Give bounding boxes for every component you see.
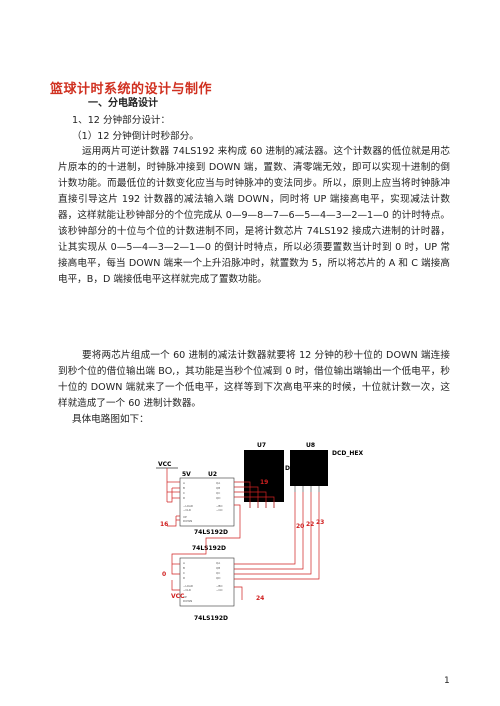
u2-label: U2 — [208, 471, 217, 478]
svg-text:QA: QA — [216, 561, 220, 565]
u7-label: U7 — [257, 442, 266, 449]
paragraph-2: 要将两芯片组成一个 60 进制的减法计数器就要将 12 分钟的秒十位的 DOWN… — [58, 350, 450, 409]
vcc2-label: VCC — [171, 593, 185, 600]
chip1-name-overlap: 74LS192D — [192, 545, 226, 552]
svg-text:DOWN: DOWN — [183, 519, 192, 523]
svg-text:C: C — [183, 571, 185, 575]
svg-text:~BO: ~BO — [216, 504, 223, 508]
svg-text:B: B — [183, 486, 185, 490]
circuit-wires — [167, 481, 320, 600]
node-24: 24 — [256, 595, 264, 602]
svg-text:D: D — [183, 496, 185, 500]
node-20: 20 — [296, 523, 304, 530]
counter-chip-lower — [179, 557, 235, 607]
document-title: 篮球计时系统的设计与制作 — [50, 82, 213, 97]
chip1-name: 74LS192D — [194, 529, 228, 536]
seven-seg-display-u8 — [290, 450, 328, 486]
svg-text:QC: QC — [216, 571, 220, 575]
node-19: 19 — [260, 479, 268, 486]
svg-text:UP: UP — [183, 595, 187, 599]
node-16: 16 — [160, 521, 168, 528]
node-23: 23 — [316, 519, 324, 526]
node-22: 22 — [306, 521, 314, 528]
page-number: 1 — [444, 676, 450, 686]
svg-text:B: B — [183, 566, 185, 570]
svg-text:QB: QB — [216, 566, 220, 570]
svg-text:~CO: ~CO — [216, 508, 223, 512]
seven-seg-display-u7 — [244, 450, 284, 502]
svg-text:A: A — [183, 481, 185, 485]
paragraph-3: 具体电路图如下： — [72, 414, 149, 425]
vcc-label: VCC — [158, 461, 172, 468]
svg-text:~LOAD: ~LOAD — [183, 504, 193, 508]
svg-text:A: A — [183, 561, 185, 565]
svg-text:QD: QD — [216, 496, 220, 500]
node-0: 0 — [162, 571, 166, 578]
chip2-name: 74LS192D — [194, 615, 228, 622]
section-heading: 一、分电路设计 — [88, 98, 158, 109]
dcd-hex-label: DCD_HEX — [332, 450, 363, 457]
svg-text:QB: QB — [216, 486, 220, 490]
5v-label: 5V — [182, 471, 191, 478]
svg-text:DOWN: DOWN — [183, 599, 192, 603]
subsection-heading: 1、12 分钟部分设计： — [72, 115, 171, 126]
svg-text:QC: QC — [216, 491, 220, 495]
svg-text:QD: QD — [216, 576, 220, 580]
svg-text:~BO: ~BO — [216, 584, 223, 588]
u8-label: U8 — [306, 442, 315, 449]
d-label: D — [285, 465, 290, 472]
svg-text:~CLR: ~CLR — [183, 588, 191, 592]
svg-text:C: C — [183, 491, 185, 495]
svg-text:D: D — [183, 576, 185, 580]
counter-chip-upper — [179, 477, 235, 527]
svg-text:~LOAD: ~LOAD — [183, 584, 193, 588]
svg-text:UP: UP — [183, 515, 187, 519]
svg-text:~CO: ~CO — [216, 588, 223, 592]
svg-text:QA: QA — [216, 481, 220, 485]
svg-text:~CLR: ~CLR — [183, 508, 191, 512]
subsubsection-heading: （1）12 分钟倒计时秒部分。 — [72, 131, 199, 142]
paragraph-1: 运用两片可逆计数器 74LS192 来构成 60 进制的减法器。这个计数器的低位… — [58, 146, 450, 285]
